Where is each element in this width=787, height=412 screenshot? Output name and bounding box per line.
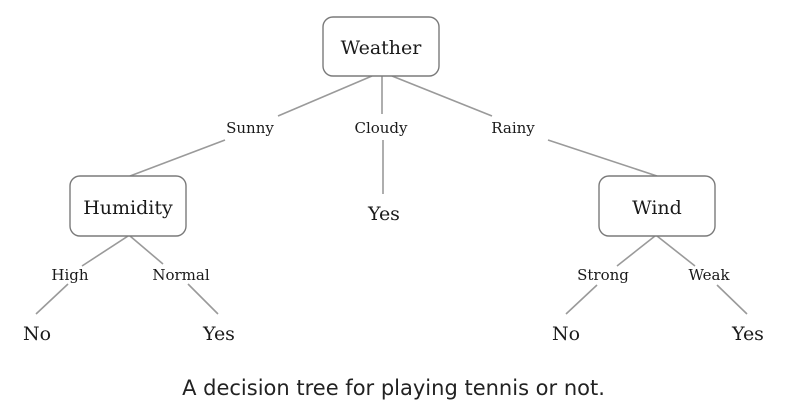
edge-label-cloudy: Cloudy xyxy=(354,119,408,137)
edge-root-rainy xyxy=(391,75,493,117)
leaf-cloudy-yes: Yes xyxy=(367,203,400,225)
figure-caption: A decision tree for playing tennis or no… xyxy=(182,376,605,400)
wind-node-box xyxy=(598,175,716,237)
edge-rainy-wind xyxy=(547,139,658,177)
edge-humidity-high xyxy=(81,235,129,267)
root-node-box xyxy=(322,16,440,77)
edge-root-sunny xyxy=(277,75,373,117)
edge-label-strong: Strong xyxy=(577,266,629,284)
edge-sunny-humidity xyxy=(129,139,226,177)
leaf-weak-yes: Yes xyxy=(731,323,764,345)
edge-label-high: High xyxy=(51,266,88,284)
edge-label-rainy: Rainy xyxy=(491,119,535,137)
leaf-normal-yes: Yes xyxy=(202,323,235,345)
edge-humidity-normal xyxy=(129,235,164,265)
wind-node-label: Wind xyxy=(632,197,682,219)
edge-label-weak: Weak xyxy=(688,266,730,284)
edge-wind-weak xyxy=(656,235,696,267)
humidity-node-label: Humidity xyxy=(83,197,173,219)
edge-wind-strong xyxy=(616,235,656,267)
leaf-high-no: No xyxy=(23,323,51,345)
leaf-strong-no: No xyxy=(552,323,580,345)
edge-normal-yes xyxy=(187,283,219,315)
edge-strong-no xyxy=(565,284,598,315)
edge-label-sunny: Sunny xyxy=(226,119,274,137)
edge-high-no xyxy=(35,283,69,315)
humidity-node-box xyxy=(69,175,187,237)
edge-weak-yes xyxy=(716,284,748,315)
root-node-label: Weather xyxy=(341,37,423,59)
edge-label-normal: Normal xyxy=(152,266,209,284)
